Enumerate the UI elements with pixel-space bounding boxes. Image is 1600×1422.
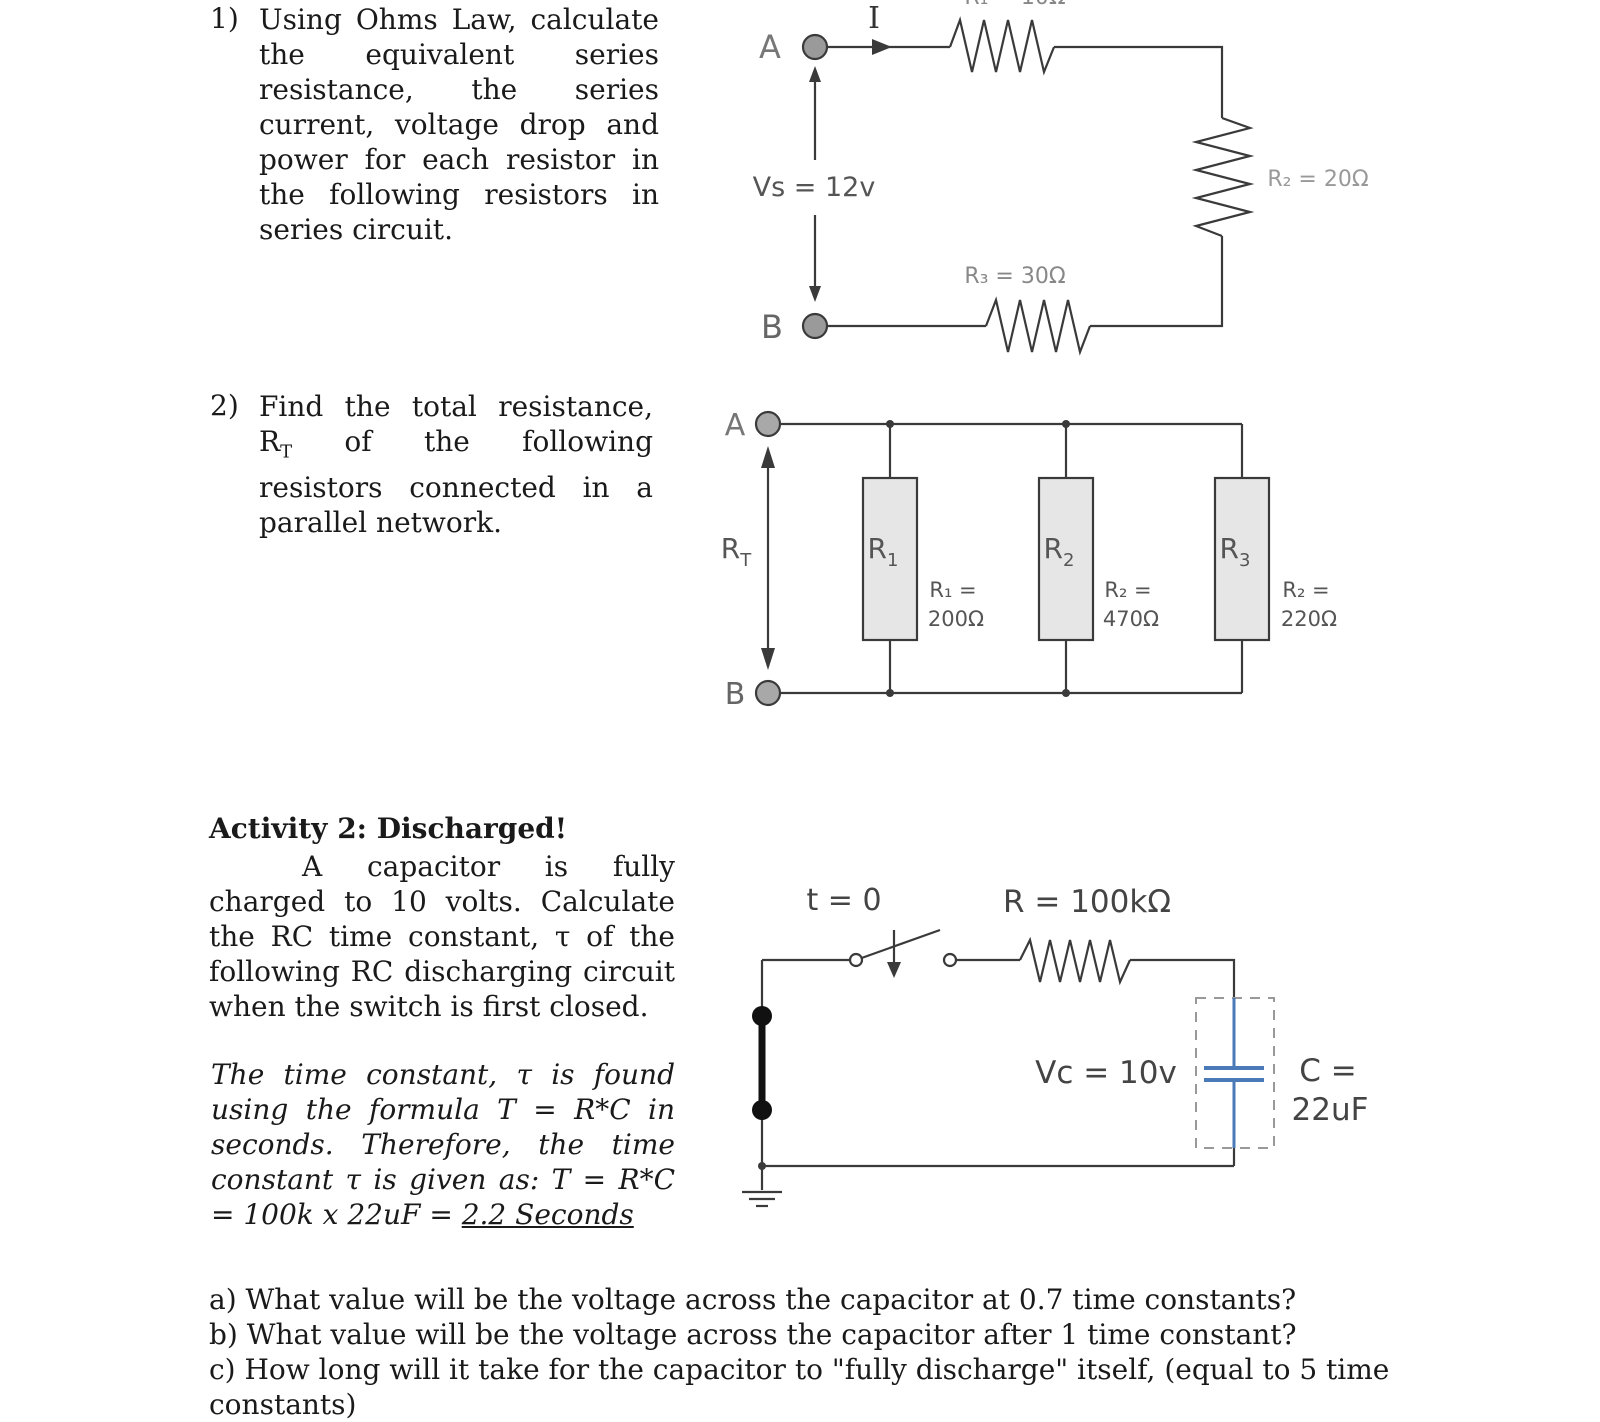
- r2-value-line2: 470Ω: [1103, 607, 1159, 631]
- question-2-text-start: Find the total resistance, R: [259, 390, 653, 458]
- activity-title: Activity 2: Discharged!: [209, 812, 568, 845]
- question-1-number: 1): [210, 2, 239, 35]
- series-circuit-diagram: I R₁ = 10Ω A B Vs = 12v R₂ = 20Ω R₃ = 30…: [753, 0, 1369, 356]
- current-label: I: [868, 1, 880, 36]
- vc-label: Vc = 10v: [1035, 1055, 1177, 1091]
- question-2-number: 2): [210, 389, 239, 422]
- question-b: b) What value will be the voltage across…: [209, 1318, 1297, 1351]
- rt-label-sub: T: [739, 550, 752, 571]
- activity-formula: The time constant, τ is found using the …: [211, 1057, 675, 1232]
- r3-value-line2: 220Ω: [1281, 607, 1337, 631]
- r2-box-main: R: [1044, 532, 1063, 565]
- formula-result: 2.2 Seconds: [461, 1198, 634, 1231]
- r3-box-sub: 3: [1239, 550, 1250, 571]
- r2-value-line1: R₂ =: [1104, 578, 1151, 602]
- capacitor-label-line1: C =: [1299, 1053, 1356, 1089]
- question-list: a) What value will be the voltage across…: [209, 1282, 1409, 1422]
- node-b-label: B: [761, 308, 783, 346]
- r1-box-label: R1: [868, 532, 899, 571]
- node-a-label: A: [759, 28, 781, 66]
- vs-label: Vs = 12v: [753, 172, 876, 203]
- r1-value-line2: 200Ω: [928, 607, 984, 631]
- activity-paragraph: A capacitor is fully charged to 10 volts…: [209, 850, 675, 1023]
- r3-label: R₃ = 30Ω: [964, 264, 1065, 289]
- switch-label: t = 0: [806, 883, 881, 918]
- r2-label: R₂ = 20Ω: [1267, 167, 1368, 192]
- node-a-label: A: [725, 408, 746, 443]
- r2-box-label: R2: [1044, 532, 1075, 571]
- r1-box-sub: 1: [887, 550, 898, 571]
- r2-box-sub: 2: [1063, 550, 1074, 571]
- r1-box-main: R: [868, 532, 887, 565]
- question-2-text: Find the total resistance, RT of the fol…: [259, 389, 653, 540]
- r3-box-main: R: [1220, 532, 1239, 565]
- question-2-text-sub: T: [280, 441, 293, 463]
- resistor-label: R = 100kΩ: [1003, 884, 1171, 920]
- r3-value-line1: R₂ =: [1282, 578, 1329, 602]
- question-2-text-rest: of the following resistors connected in …: [259, 425, 653, 539]
- node-b-label: B: [725, 677, 746, 710]
- parallel-circuit-diagram: A B RT R1 R2 R3 R₁ = 200Ω R₂ = 470Ω R₂ =…: [721, 408, 1337, 710]
- rt-label-main: R: [721, 532, 740, 565]
- r1-label: R₁ = 10Ω: [964, 0, 1065, 10]
- formula-text: The time constant, τ is found using the …: [211, 1058, 675, 1231]
- question-c: c) How long will it take for the capacit…: [209, 1353, 1390, 1421]
- rt-label: RT: [721, 532, 752, 571]
- r3-box-label: R3: [1220, 532, 1251, 571]
- r1-value-line1: R₁ =: [929, 578, 976, 602]
- question-a: a) What value will be the voltage across…: [209, 1283, 1297, 1316]
- capacitor-label-line2: 22uF: [1292, 1092, 1369, 1128]
- question-1-text: Using Ohms Law, calculate the equivalent…: [259, 3, 659, 246]
- rc-discharge-circuit-diagram: t = 0 R = 100kΩ Vc = 10v C = 22uF: [742, 883, 1369, 1208]
